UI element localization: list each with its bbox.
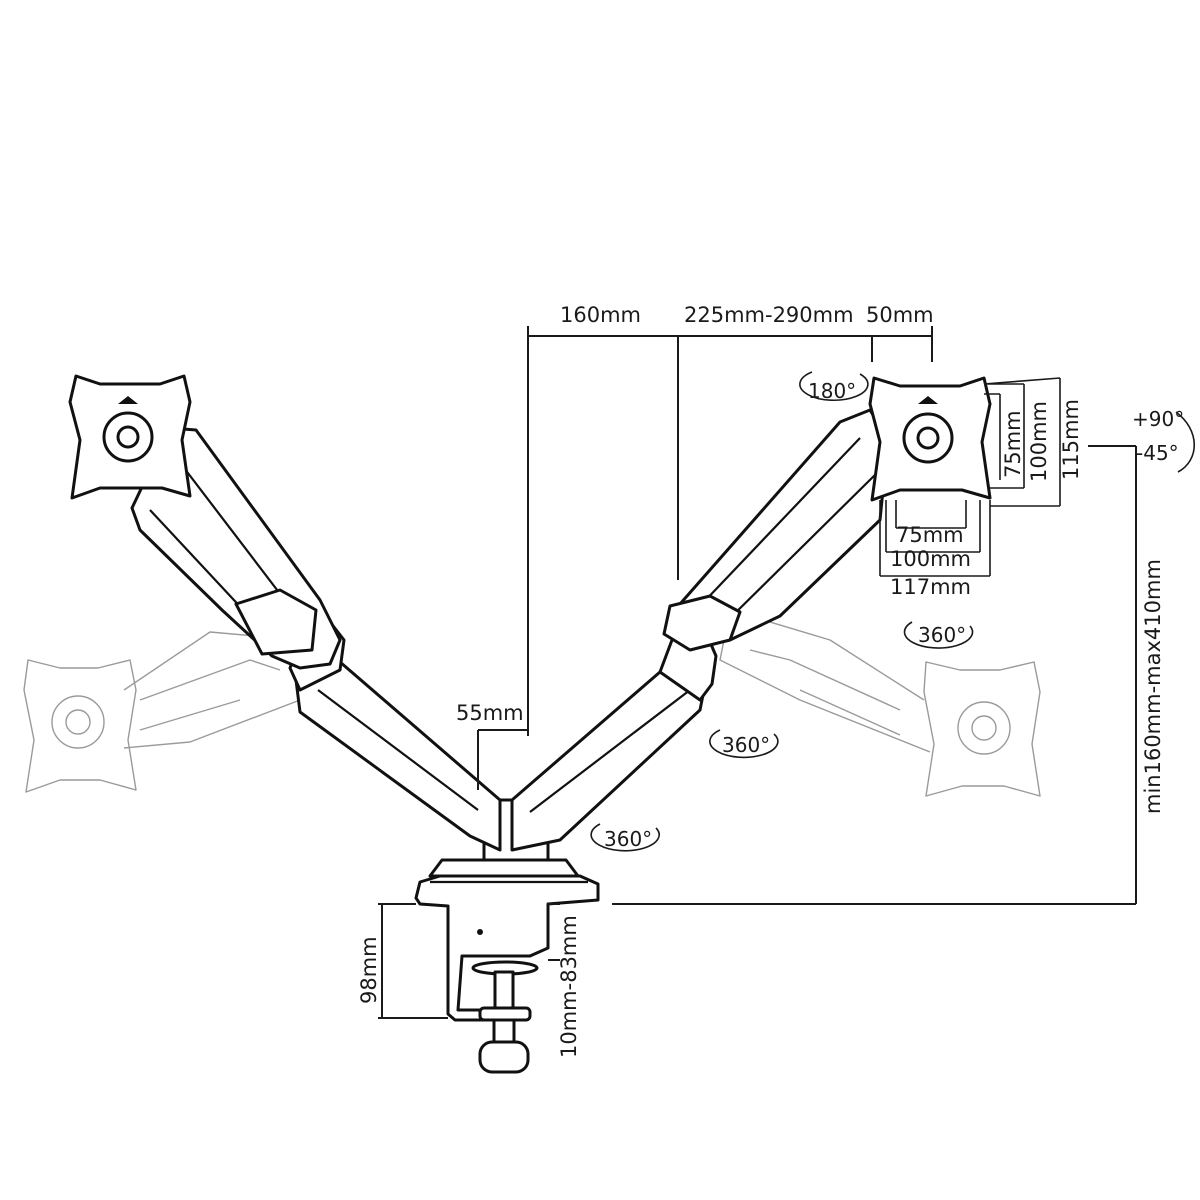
dim-vesa-outer-w: 100mm <box>890 547 971 571</box>
pole-width-lines <box>477 729 528 790</box>
dim-clamp-height: 98mm <box>357 936 381 1004</box>
ghost-right-monitor-plate <box>719 609 1041 797</box>
dim-arm-offset: 160mm <box>560 303 641 327</box>
desk-clamp <box>414 874 600 1074</box>
rot-tilt-down: -45° <box>1136 441 1179 465</box>
dim-vesa-offset: 50mm <box>866 303 934 327</box>
right-upper-arm <box>662 408 890 652</box>
pole-height-lines <box>612 445 1137 905</box>
rot-swivel-elbow: 360° <box>722 733 770 757</box>
dim-arm-length: 225mm-290mm <box>684 303 854 327</box>
top-dimension-lines <box>527 326 933 736</box>
rot-swivel-arm-tip: 360° <box>918 623 966 647</box>
dim-pole-width: 55mm <box>456 701 524 725</box>
dim-pole-height: min160mm-max410mm <box>1141 559 1165 814</box>
left-vesa-plate <box>68 374 192 500</box>
vesa-dimension-lines <box>879 377 1061 577</box>
dim-vesa-inner-h: 75mm <box>1001 410 1025 478</box>
rot-swivel-base: 360° <box>604 827 652 851</box>
rot-tilt-up: +90° <box>1132 407 1184 431</box>
dim-plate-w: 117mm <box>890 575 971 599</box>
dim-vesa-inner-w: 75mm <box>896 523 964 547</box>
rot-swivel-head: 180° <box>808 379 856 403</box>
right-vesa-plate <box>868 376 992 502</box>
ghost-left-monitor-plate <box>23 631 301 793</box>
clamp-dimension-lines <box>378 903 560 1019</box>
dim-plate-h: 115mm <box>1059 399 1083 480</box>
rotation-arrows <box>590 371 1196 852</box>
dim-vesa-outer-h: 100mm <box>1027 401 1051 482</box>
right-lower-arm <box>510 626 718 852</box>
dim-desk-thickness: 10mm-83mm <box>557 915 581 1058</box>
